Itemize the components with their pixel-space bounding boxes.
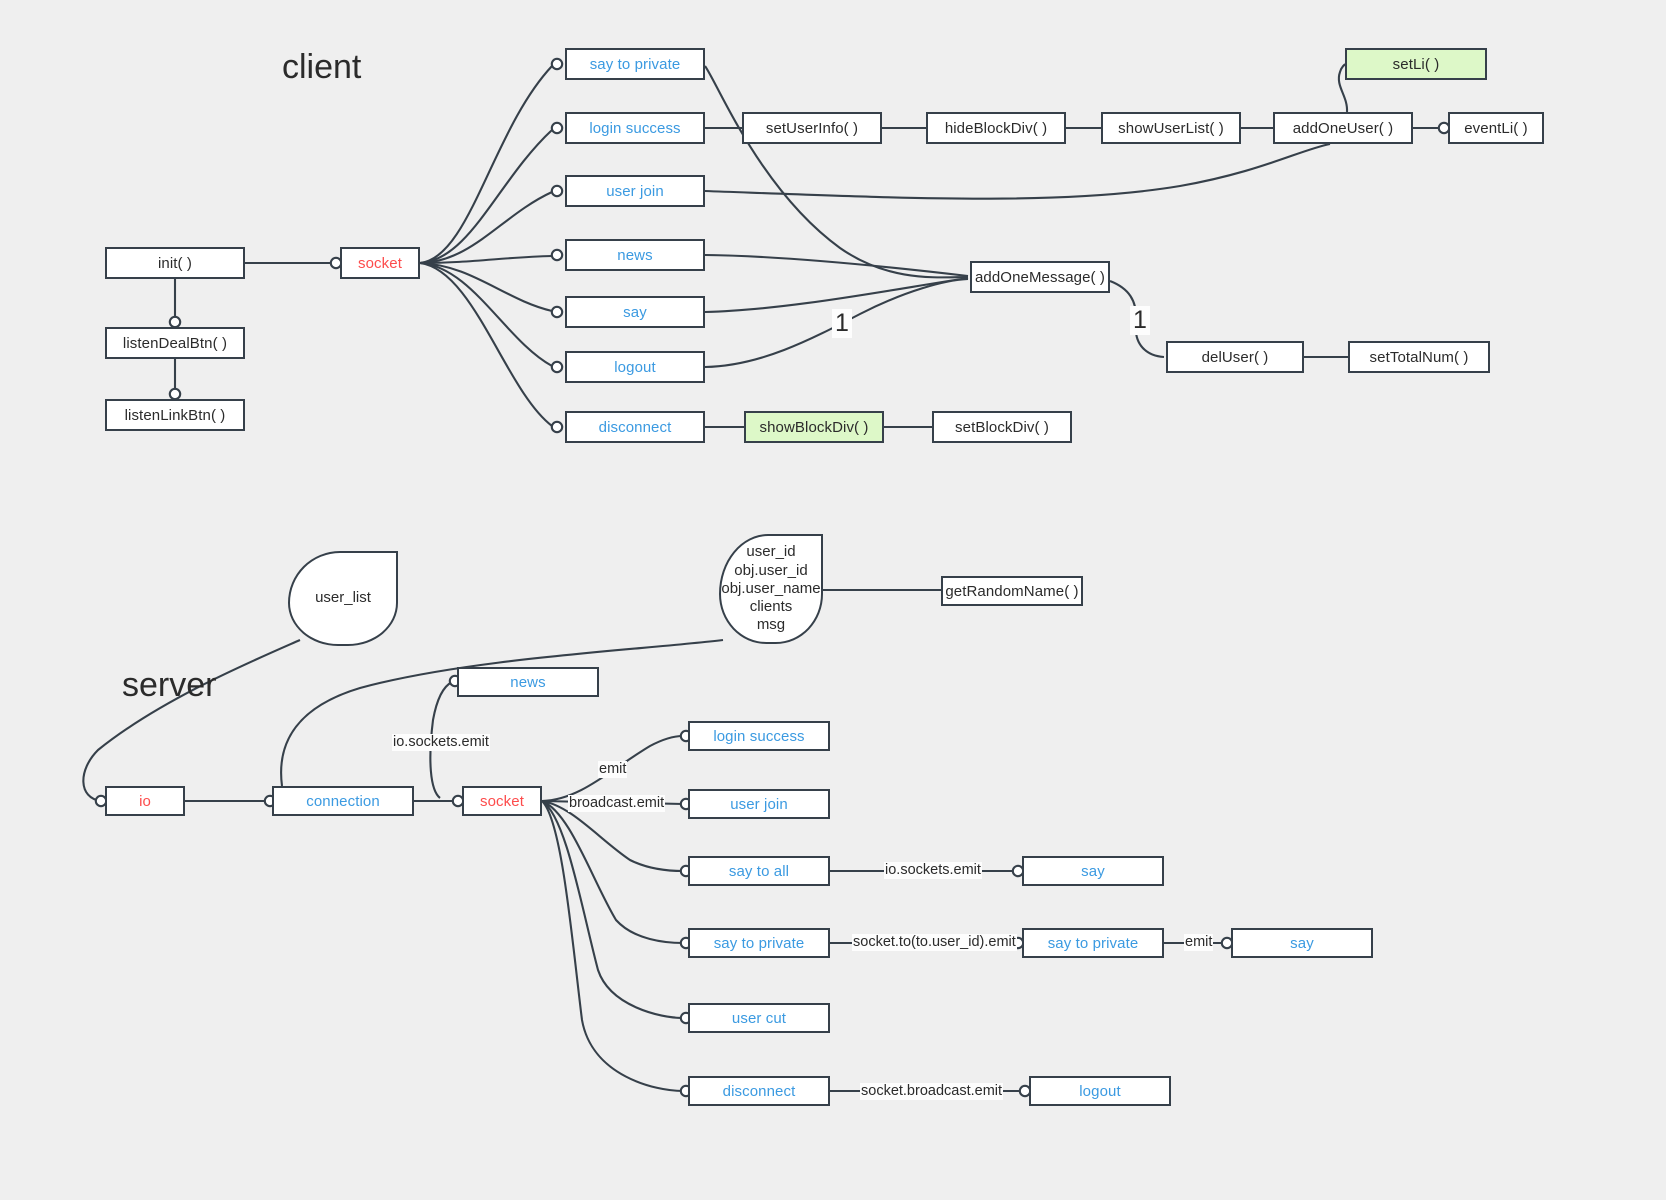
node-add-one-message[interactable]: addOneMessage( ) bbox=[970, 261, 1110, 293]
node-listen-deal-btn[interactable]: listenDealBtn( ) bbox=[105, 327, 245, 359]
node-listen-link-btn[interactable]: listenLinkBtn( ) bbox=[105, 399, 245, 431]
edge-label-emit: emit bbox=[598, 761, 628, 778]
node-set-block-div[interactable]: setBlockDiv( ) bbox=[932, 411, 1072, 443]
node-event-li[interactable]: eventLi( ) bbox=[1448, 112, 1544, 144]
node-client-say[interactable]: say bbox=[565, 296, 705, 328]
node-init[interactable]: init( ) bbox=[105, 247, 245, 279]
edge-label-emit-2: emit bbox=[1184, 934, 1214, 951]
node-set-li[interactable]: setLi( ) bbox=[1345, 48, 1487, 80]
node-server-say-to-private-1[interactable]: say to private bbox=[688, 928, 830, 958]
cloud-line-user-id: user_id bbox=[746, 543, 796, 561]
node-del-user[interactable]: delUser( ) bbox=[1166, 341, 1304, 373]
node-client-logout[interactable]: logout bbox=[565, 351, 705, 383]
cloud-line-obj-user-id: obj.user_id bbox=[734, 561, 808, 579]
node-server-user-join[interactable]: user join bbox=[688, 789, 830, 819]
section-title-server: server bbox=[122, 666, 217, 704]
node-server-disconnect[interactable]: disconnect bbox=[688, 1076, 830, 1106]
node-server-socket[interactable]: socket bbox=[462, 786, 542, 816]
node-client-disconnect[interactable]: disconnect bbox=[565, 411, 705, 443]
node-client-socket[interactable]: socket bbox=[340, 247, 420, 279]
edge-label-socket-broadcast-emit: socket.broadcast.emit bbox=[860, 1083, 1004, 1100]
node-show-block-div[interactable]: showBlockDiv( ) bbox=[744, 411, 884, 443]
node-set-total-num[interactable]: setTotalNum( ) bbox=[1348, 341, 1490, 373]
node-client-news[interactable]: news bbox=[565, 239, 705, 271]
node-server-say-private[interactable]: say bbox=[1231, 928, 1373, 958]
node-server-say-all[interactable]: say bbox=[1022, 856, 1164, 886]
node-server-login-success[interactable]: login success bbox=[688, 721, 830, 751]
node-add-one-user[interactable]: addOneUser( ) bbox=[1273, 112, 1413, 144]
section-title-client: client bbox=[282, 48, 362, 86]
node-server-user-cut[interactable]: user cut bbox=[688, 1003, 830, 1033]
edge-label-client-one-left: 1 bbox=[832, 309, 852, 338]
edge-label-socket-to-user-id-emit: socket.to(to.user_id).emit bbox=[852, 934, 1017, 951]
node-server-say-to-all[interactable]: say to all bbox=[688, 856, 830, 886]
node-server-logout[interactable]: logout bbox=[1029, 1076, 1171, 1106]
edge-label-broadcast-emit: broadcast.emit bbox=[568, 795, 666, 812]
cloud-line-obj-user-name: obj.user_name bbox=[721, 579, 821, 597]
node-server-io[interactable]: io bbox=[105, 786, 185, 816]
node-server-connection[interactable]: connection bbox=[272, 786, 414, 816]
node-get-random-name[interactable]: getRandomName( ) bbox=[941, 576, 1083, 606]
cloud-line-msg: msg bbox=[756, 616, 786, 634]
cloud-user-list-label: user_list bbox=[315, 589, 371, 607]
edge-label-client-one-right: 1 bbox=[1130, 306, 1150, 335]
node-server-news[interactable]: news bbox=[457, 667, 599, 697]
node-client-say-to-private[interactable]: say to private bbox=[565, 48, 705, 80]
edge-label-io-sockets-emit-say: io.sockets.emit bbox=[884, 862, 982, 879]
node-set-user-info[interactable]: setUserInfo( ) bbox=[742, 112, 882, 144]
node-show-user-list[interactable]: showUserList( ) bbox=[1101, 112, 1241, 144]
node-client-login-success[interactable]: login success bbox=[565, 112, 705, 144]
cloud-user-list: user_list bbox=[288, 551, 398, 646]
edge-label-io-sockets-emit-news: io.sockets.emit bbox=[392, 734, 490, 751]
cloud-user-vars: user_id obj.user_id obj.user_name client… bbox=[719, 534, 823, 644]
node-client-user-join[interactable]: user join bbox=[565, 175, 705, 207]
cloud-line-clients: clients bbox=[749, 598, 793, 616]
node-server-say-to-private-2[interactable]: say to private bbox=[1022, 928, 1164, 958]
node-hide-block-div[interactable]: hideBlockDiv( ) bbox=[926, 112, 1066, 144]
